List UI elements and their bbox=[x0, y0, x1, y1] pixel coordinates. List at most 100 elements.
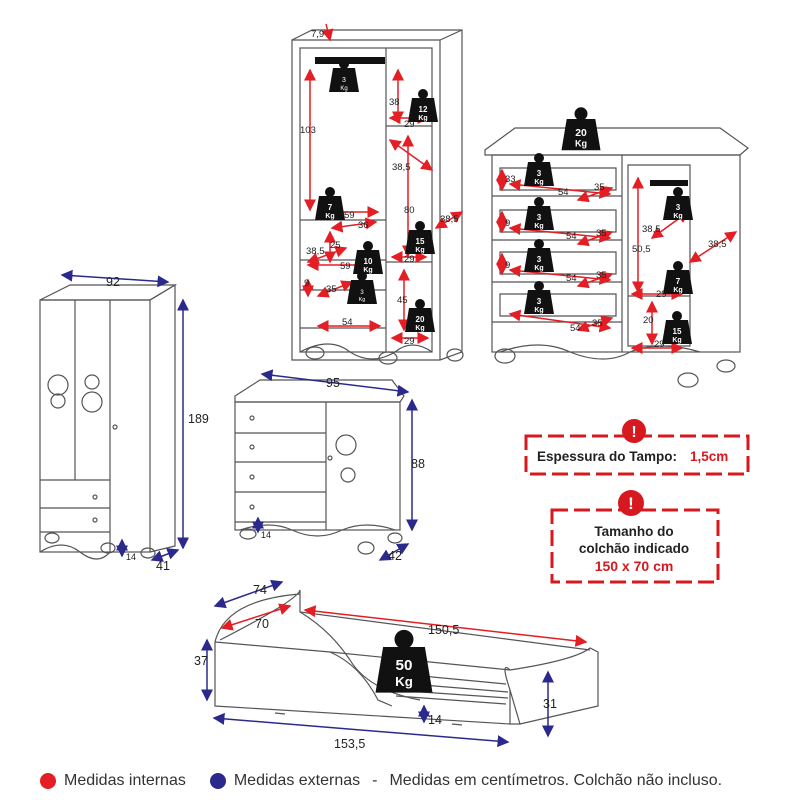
svg-text:Kg: Kg bbox=[575, 138, 587, 148]
dim-33: 33 bbox=[505, 174, 516, 185]
svg-text:Kg: Kg bbox=[534, 307, 543, 314]
alert-icon bbox=[622, 419, 646, 443]
svg-text:3: 3 bbox=[676, 203, 681, 212]
hanging-rod bbox=[315, 57, 385, 64]
svg-text:!: ! bbox=[631, 424, 636, 441]
dim-35a: 35 bbox=[594, 182, 605, 193]
mattress-line3: 150 x 70 cm bbox=[595, 558, 674, 574]
svg-text:10: 10 bbox=[364, 257, 373, 266]
dim-9b: 9 bbox=[505, 260, 510, 271]
dim-38-5: 38,5 bbox=[642, 224, 661, 235]
svg-text:15: 15 bbox=[673, 327, 682, 336]
weight-icon: 3Kg bbox=[524, 239, 554, 272]
dim-29c: 29 bbox=[404, 336, 415, 347]
weight-icon: 7Kg bbox=[315, 187, 345, 220]
dim-38: 38 bbox=[389, 97, 400, 108]
dim-38-5-side: 38,5 bbox=[440, 214, 459, 225]
dim-35c: 35 bbox=[596, 270, 607, 281]
svg-text:!: ! bbox=[628, 494, 634, 513]
dim-7-9: 7,9 bbox=[311, 29, 324, 40]
dim-80: 80 bbox=[404, 205, 415, 216]
dim-70: 70 bbox=[255, 617, 269, 631]
dresser-outer-labels: 95 88 14 42 bbox=[261, 376, 425, 563]
dim-25: 25 bbox=[330, 240, 341, 251]
tampo-callout: ! Espessura do Tampo: 1,5cm bbox=[524, 419, 750, 476]
legend-internal: Medidas internas bbox=[64, 772, 186, 789]
internal-dot bbox=[40, 773, 56, 789]
weight-icon: 7Kg bbox=[663, 261, 693, 294]
mattress-line1: Tamanho do bbox=[594, 524, 673, 539]
tampo-label: Espessura do Tampo: bbox=[537, 449, 677, 464]
svg-text:12: 12 bbox=[419, 105, 428, 114]
dim-38-5-side: 38,5 bbox=[708, 239, 727, 250]
dim-189: 189 bbox=[188, 412, 209, 426]
dim-54a: 54 bbox=[558, 187, 569, 198]
external-dot bbox=[209, 773, 226, 789]
dim-54b: 54 bbox=[566, 231, 577, 242]
svg-text:Kg: Kg bbox=[534, 179, 543, 186]
wardrobe-outer-labels: 92 189 14 41 bbox=[106, 275, 209, 573]
wardrobe-detail bbox=[291, 29, 464, 365]
dim-103: 103 bbox=[300, 125, 316, 136]
svg-text:3: 3 bbox=[342, 77, 346, 84]
svg-text:15: 15 bbox=[416, 237, 425, 246]
svg-text:Kg: Kg bbox=[340, 86, 347, 92]
wardrobe-detail-labels: 7,9 103 38 29 38,5 80 59 36 25 38,5 59 2… bbox=[300, 29, 459, 347]
svg-text:Kg: Kg bbox=[418, 115, 427, 122]
dim-14: 14 bbox=[126, 552, 136, 562]
svg-text:3: 3 bbox=[537, 255, 542, 264]
dim-36: 36 bbox=[358, 220, 369, 231]
weight-icon: 3Kg bbox=[524, 197, 554, 230]
dim-37: 37 bbox=[194, 654, 208, 668]
svg-text:20: 20 bbox=[416, 315, 425, 324]
dim-20: 20 bbox=[643, 315, 654, 326]
dim-14: 14 bbox=[261, 530, 271, 540]
wardrobe-outer-dimensions bbox=[60, 269, 189, 562]
dim-150-5: 150,5 bbox=[428, 623, 459, 637]
dim-59b: 59 bbox=[340, 261, 351, 272]
dim-38-5b: 38,5 bbox=[306, 246, 325, 257]
dim-35d: 35 bbox=[592, 318, 603, 329]
bed-dimensions bbox=[201, 579, 588, 748]
svg-text:Kg: Kg bbox=[534, 223, 543, 230]
dresser-detail-labels: 33 54 35 9 54 35 9 54 35 54 35 38,5 50,5… bbox=[505, 174, 727, 350]
mattress-line2: colchão indicado bbox=[579, 541, 689, 556]
svg-text:7: 7 bbox=[676, 277, 681, 286]
legend-external: Medidas externas bbox=[233, 772, 361, 789]
svg-text:Kg: Kg bbox=[672, 337, 681, 344]
svg-text:Kg: Kg bbox=[415, 325, 424, 332]
hanging-rod bbox=[650, 180, 688, 186]
dim-9a: 9 bbox=[505, 218, 510, 229]
dim-41: 41 bbox=[156, 559, 170, 573]
weight-icon: 3Kg bbox=[329, 59, 359, 92]
dim-54c: 54 bbox=[566, 273, 577, 284]
wardrobe-outer bbox=[39, 283, 178, 560]
dim-31: 31 bbox=[543, 697, 557, 711]
svg-text:7: 7 bbox=[328, 203, 333, 212]
weight-icon: 50 Kg bbox=[375, 629, 433, 693]
dim-88: 88 bbox=[411, 457, 425, 471]
dim-54d: 54 bbox=[570, 323, 581, 334]
bed-labels: 74 70 150,5 37 31 14 153,5 bbox=[194, 583, 557, 751]
svg-text:Kg: Kg bbox=[415, 247, 424, 254]
dim-9: 9 bbox=[304, 278, 309, 289]
legend-note: Medidas em centímetros. Colchão não incl… bbox=[389, 772, 723, 789]
svg-text:Kg: Kg bbox=[363, 267, 372, 274]
dim-92: 92 bbox=[106, 275, 120, 289]
dim-38-5a: 38,5 bbox=[392, 162, 411, 173]
alert-icon bbox=[618, 490, 644, 516]
weight-icon: 3Kg bbox=[663, 187, 693, 220]
legend: Medidas internas Medidas externas - Medi… bbox=[40, 768, 800, 794]
svg-text:Kg: Kg bbox=[359, 297, 366, 303]
svg-text:20: 20 bbox=[575, 128, 587, 139]
dim-45: 45 bbox=[397, 295, 408, 306]
svg-text:3: 3 bbox=[537, 169, 542, 178]
